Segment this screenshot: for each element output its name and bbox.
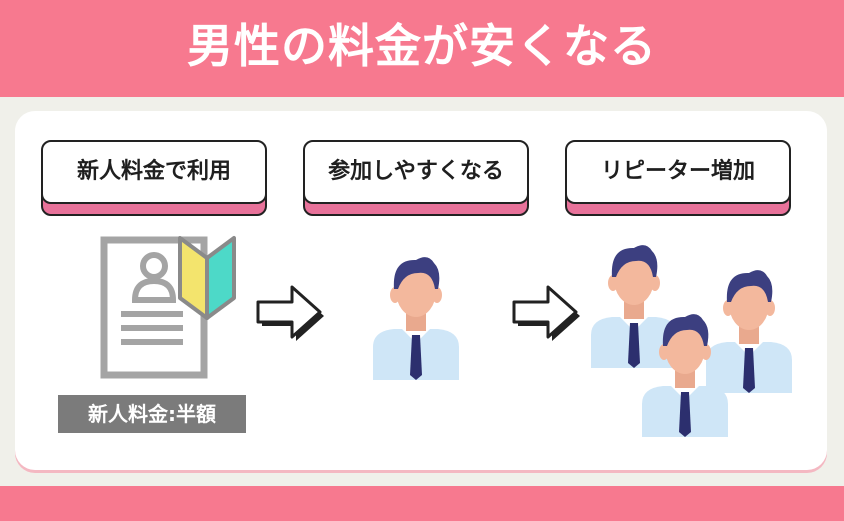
businessman-icon — [373, 257, 459, 380]
arrow-right-icon — [256, 285, 324, 341]
arrow-right-icon — [512, 285, 580, 341]
footer-band — [0, 486, 844, 521]
step-label-easy-join: 参加しやすくなる — [303, 140, 529, 216]
page-title: 男性の料金が安くなる — [187, 19, 657, 73]
step-label-new-price: 新人料金で利用 — [41, 140, 267, 216]
businessman-icon — [706, 270, 792, 393]
header-banner: 男性の料金が安くなる — [0, 0, 844, 97]
new-price-badge: 新人料金:半額 — [58, 395, 246, 433]
beginner-mark-icon — [178, 236, 236, 320]
step-label-text: リピーター増加 — [600, 159, 755, 184]
step-label-repeaters: リピーター増加 — [565, 140, 791, 216]
step-label-text: 新人料金で利用 — [76, 159, 231, 184]
step-label-text: 参加しやすくなる — [328, 159, 504, 184]
